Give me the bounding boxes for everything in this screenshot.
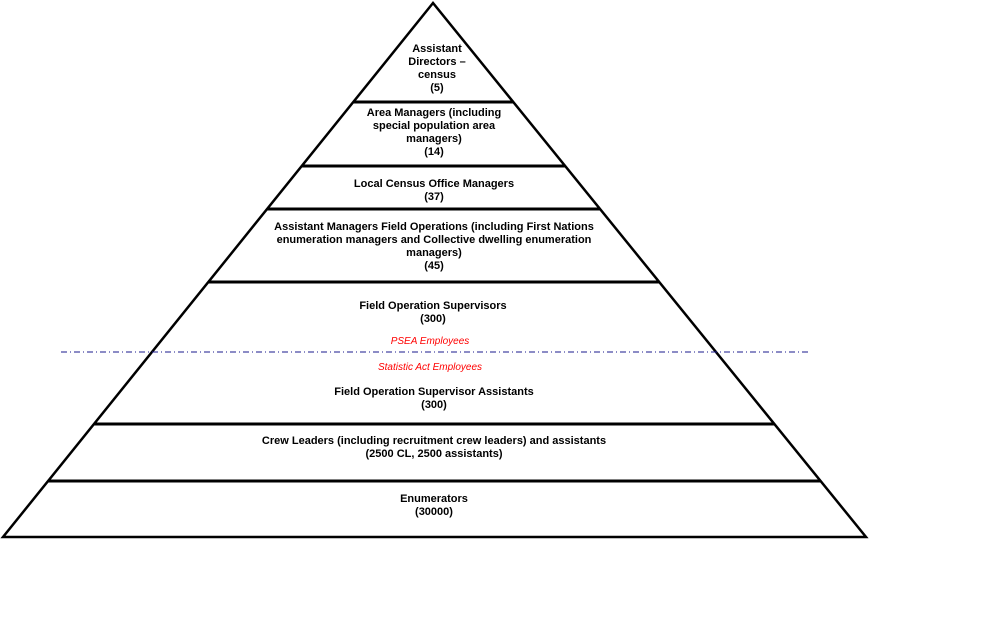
tier-enumerators: Enumerators (30000) xyxy=(234,493,634,519)
tier-count: (30000) xyxy=(415,506,453,518)
tier-crew-leaders: Crew Leaders (including recruitment crew… xyxy=(154,435,714,461)
tier-count: (5) xyxy=(430,82,444,94)
tier-local-census-office-managers: Local Census Office Managers (37) xyxy=(304,178,564,204)
tier-count: (14) xyxy=(424,146,444,158)
tier-title: Area Managers (including special populat… xyxy=(366,107,502,145)
tier-title: Assistant Directors – census xyxy=(408,43,466,81)
tier-title: Field Operation Supervisor Assistants xyxy=(334,386,534,398)
tier-title: Field Operation Supervisors xyxy=(359,300,507,312)
statistic-act-employees-label: Statistic Act Employees xyxy=(377,362,483,373)
tier-assistant-managers-field-operations: Assistant Managers Field Operations (inc… xyxy=(269,221,599,273)
tier-count: (300) xyxy=(420,313,446,325)
tier-area-managers: Area Managers (including special populat… xyxy=(349,107,519,159)
pyramid-outline xyxy=(0,1,869,539)
tier-count: (300) xyxy=(421,399,447,411)
tier-title: Assistant Managers Field Operations (inc… xyxy=(274,221,594,259)
tier-title: Enumerators xyxy=(400,493,468,505)
tier-count: (2500 CL, 2500 assistants) xyxy=(365,448,503,460)
psea-employees-label: PSEA Employees xyxy=(390,336,470,347)
tier-title: Crew Leaders (including recruitment crew… xyxy=(261,435,607,447)
tier-count: (37) xyxy=(424,191,444,203)
tier-count: (45) xyxy=(424,260,444,272)
tier-field-operation-supervisors: Field Operation Supervisors (300) xyxy=(263,300,603,326)
tier-title: Local Census Office Managers xyxy=(353,178,515,190)
tier-assistant-directors: Assistant Directors – census (5) xyxy=(397,43,477,95)
tier-field-operation-supervisor-assistants: Field Operation Supervisor Assistants (3… xyxy=(234,386,634,412)
